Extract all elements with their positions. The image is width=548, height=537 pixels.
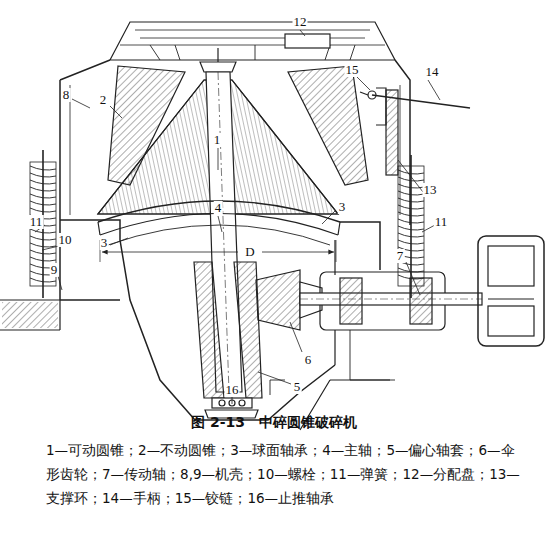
part-name: 14—手柄； [102, 490, 175, 506]
callout-number: 5 [293, 380, 302, 394]
part-name: 7—传动轴； [102, 466, 180, 482]
callout-number: 7 [396, 249, 405, 263]
part-name: 2—不动圆锥； [138, 442, 230, 458]
dimension-label: D [244, 245, 255, 259]
callout-number: 1 [213, 133, 222, 147]
callout-number: 2 [99, 93, 108, 107]
part-name: 11—弹簧； [330, 466, 403, 482]
callout-number: 10 [58, 233, 73, 247]
part-name: 3—球面轴承； [230, 442, 322, 458]
callout-number: 12 [293, 15, 308, 29]
callout-number: 16 [225, 383, 240, 397]
callout-number: 3 [338, 200, 347, 214]
callout-number: 8 [62, 88, 71, 102]
callout-number: 13 [423, 183, 438, 197]
part-name: 4—主轴； [322, 442, 386, 458]
callout-number: 14 [425, 65, 440, 79]
part-name: 16—止推轴承 [247, 490, 334, 506]
callout-number: 9 [50, 263, 59, 277]
callout-number: 6 [304, 353, 313, 367]
part-name: 15—铰链； [175, 490, 248, 506]
part-name: 1—可动圆锥； [46, 442, 138, 458]
part-name: 12—分配盘； [402, 466, 489, 482]
callout-number: 15 [345, 63, 360, 77]
parts-list: 1—可动圆锥；2—不动圆锥；3—球面轴承；4—主轴；5—偏心轴套；6—伞形齿轮；… [46, 438, 522, 510]
part-name: 10—螺栓； [257, 466, 330, 482]
callout-number: 4 [214, 201, 223, 215]
figure-caption: 图 2-13 中碎圆锥破碎机 [0, 414, 548, 432]
callout-number: 11 [434, 215, 449, 229]
callout-number: 3 [100, 236, 109, 250]
part-name: 8,9—机壳； [180, 466, 257, 482]
callout-number: 11 [29, 215, 44, 229]
part-name: 5—偏心轴套； [386, 442, 478, 458]
